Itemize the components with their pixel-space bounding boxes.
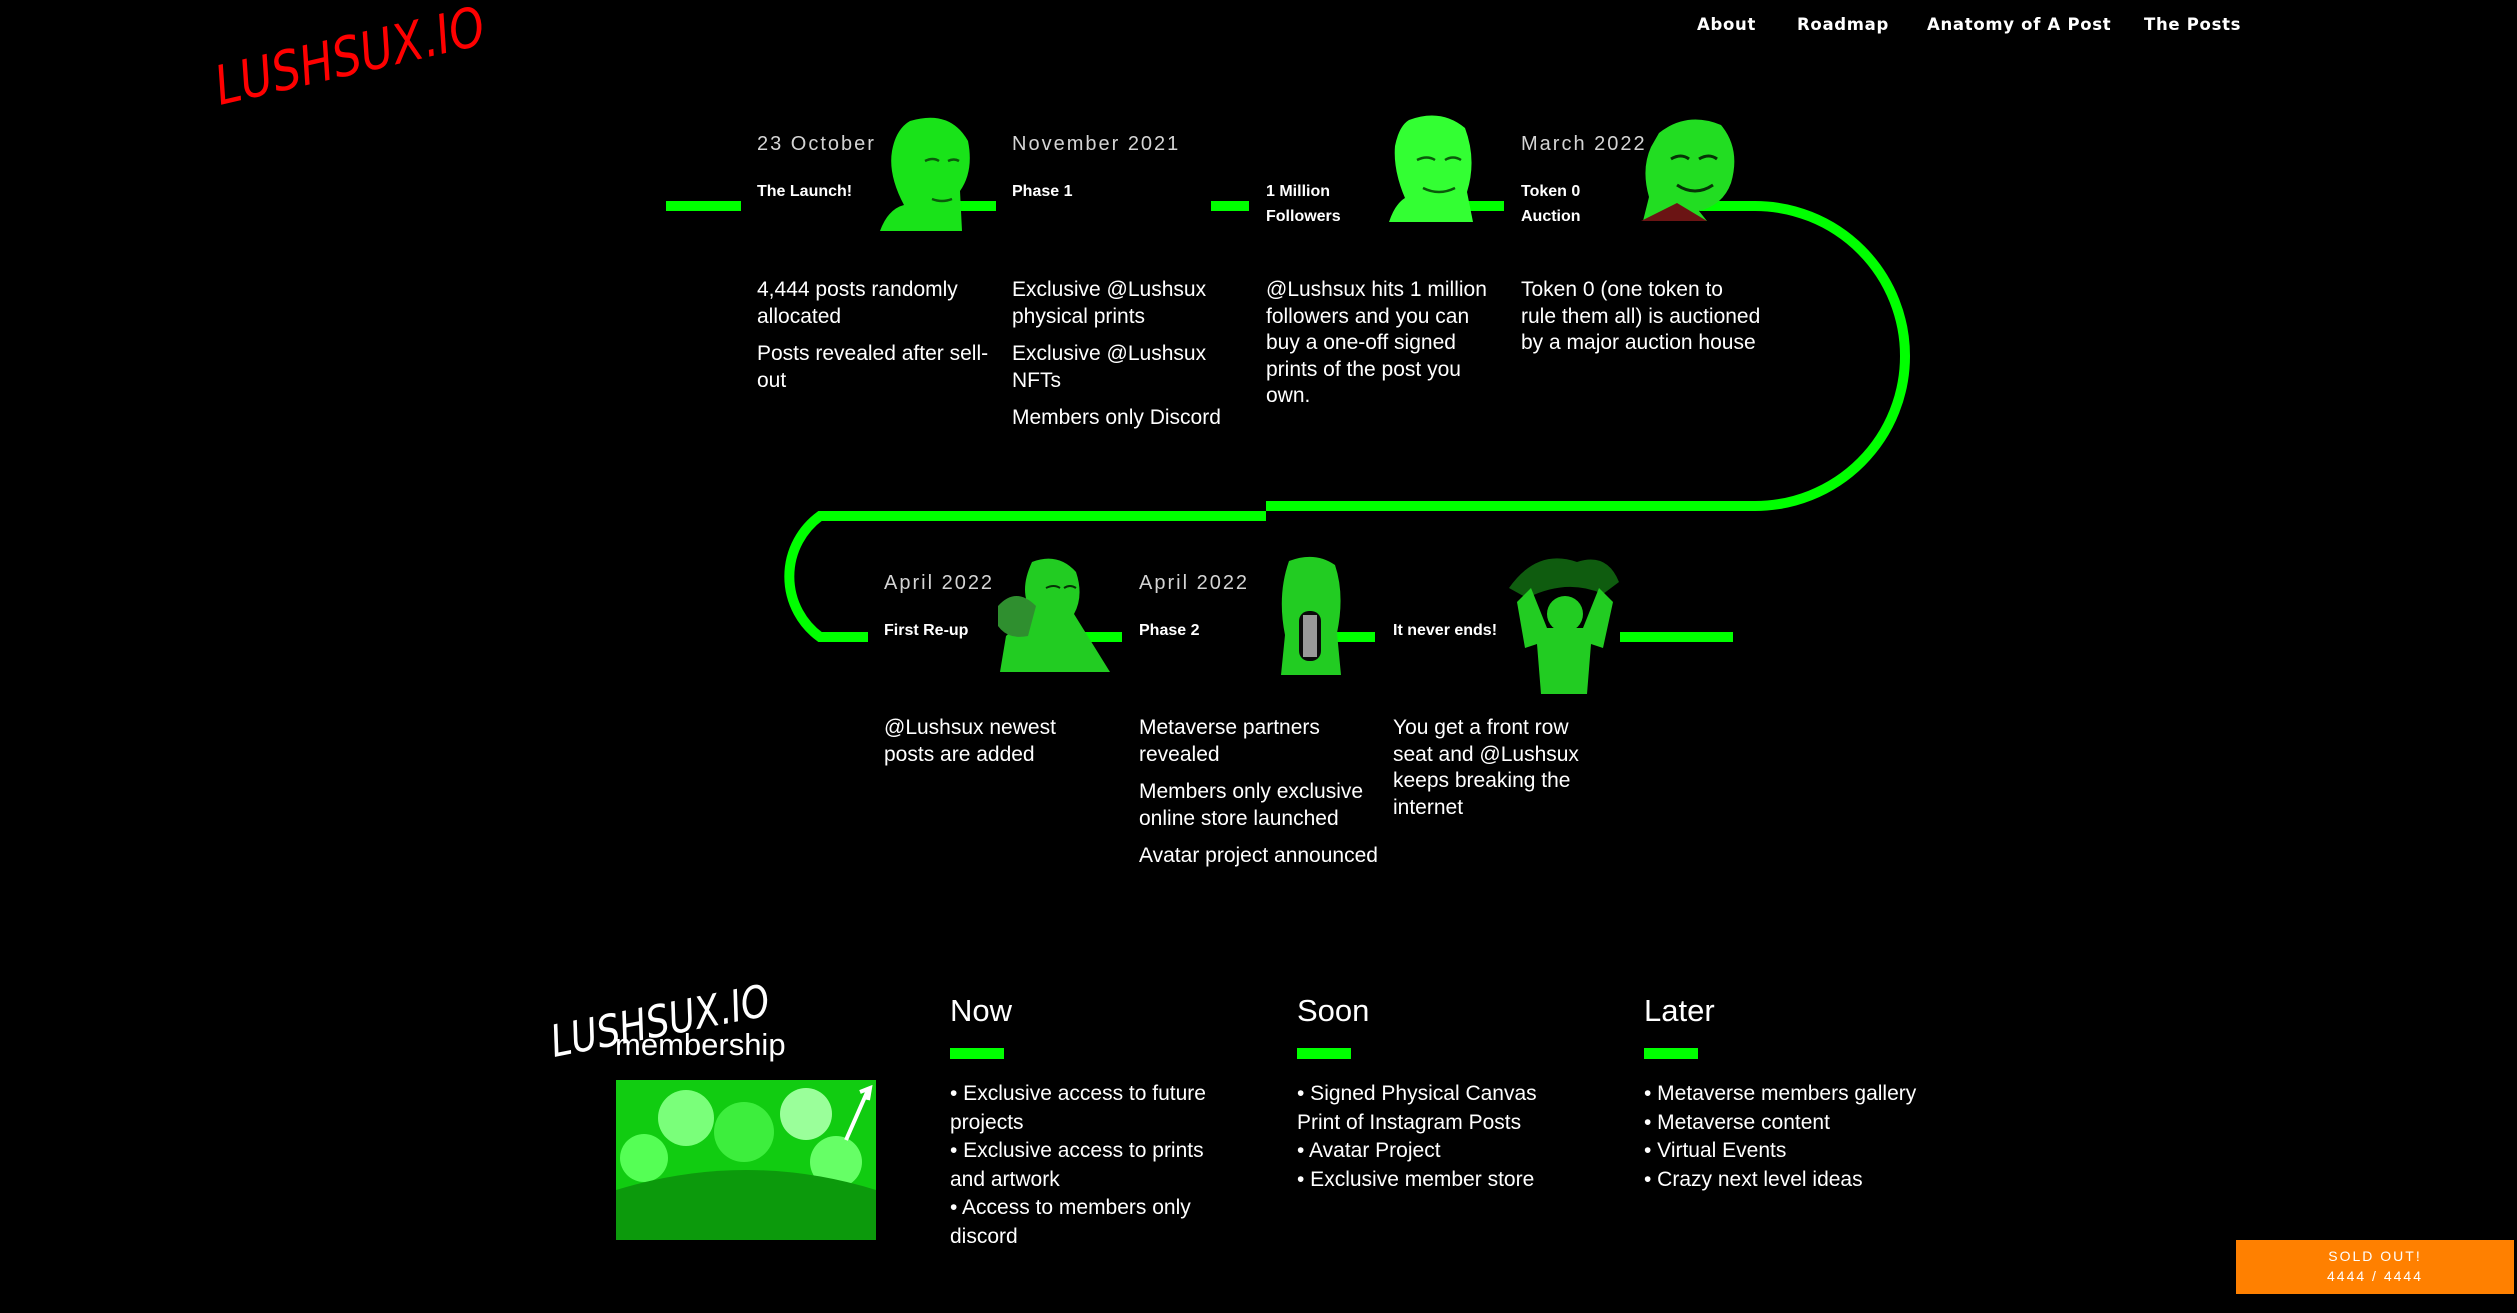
sold-out-label: SOLD OUT!	[2328, 1248, 2422, 1264]
sold-count: 4444 / 4444	[2327, 1268, 2423, 1284]
lushsux-logo[interactable]: LUSHSUX.IO	[212, 0, 502, 125]
nav-about[interactable]: About	[1697, 15, 1757, 34]
screaming-wojak-icon	[1281, 556, 1341, 675]
milestone-title: Phase 1	[1012, 183, 1073, 200]
membership-logo: LUSHSUX.IO	[548, 975, 774, 1067]
milestone-title: It never ends!	[1393, 622, 1498, 639]
column-list-now: • Exclusive access to future projects • …	[950, 1082, 1206, 1248]
milestone-title: Phase 2	[1139, 622, 1200, 639]
column-underline	[1644, 1048, 1698, 1059]
column-underline	[1297, 1048, 1351, 1059]
milestone-date: March 2022	[1521, 133, 1647, 155]
milestone-title: 1 Million Followers	[1266, 183, 1341, 225]
column-heading-now: Now	[950, 993, 1013, 1028]
nav-anatomy[interactable]: Anatomy of A Post	[1927, 15, 2112, 34]
column-heading-soon: Soon	[1297, 993, 1370, 1028]
milestone-title: The Launch!	[757, 183, 853, 200]
nav-roadmap[interactable]: Roadmap	[1797, 15, 1890, 34]
milestone-description: You get a front row seat and @Lushsux ke…	[1393, 716, 1579, 819]
membership-label: membership	[615, 1027, 786, 1062]
column-heading-later: Later	[1644, 993, 1715, 1028]
wojak-grin-face-icon	[1641, 119, 1735, 221]
wojak-face-icon	[880, 117, 970, 231]
membership-group-hug-image	[616, 1080, 876, 1240]
sold-out-button[interactable]: SOLD OUT! 4444 / 4444	[2236, 1240, 2514, 1294]
column-list-soon: • Signed Physical Canvas Print of Instag…	[1297, 1082, 1537, 1191]
column-list-later: • Metaverse members gallery • Metaverse …	[1644, 1082, 1917, 1191]
milestone-date: November 2021	[1012, 133, 1181, 155]
milestone-description: Token 0 (one token to rule them all) is …	[1521, 278, 1761, 354]
wojak-smile-face-icon	[1389, 115, 1473, 222]
milestone-title: First Re-up	[884, 622, 969, 639]
nav-the-posts[interactable]: The Posts	[2144, 15, 2242, 34]
column-underline	[950, 1048, 1004, 1059]
milestone-date: 23 October	[757, 133, 876, 155]
flexing-wojak-bear-icon	[1509, 558, 1619, 694]
milestone-date: April 2022	[1139, 572, 1250, 594]
milestone-date: April 2022	[884, 572, 995, 594]
hug-wojak-icon	[998, 558, 1110, 672]
milestone-title: Token 0 Auction	[1521, 183, 1581, 225]
milestone-description: @Lushsux newest posts are added	[884, 716, 1056, 766]
milestone-description: @Lushsux hits 1 million followers and yo…	[1266, 278, 1487, 407]
